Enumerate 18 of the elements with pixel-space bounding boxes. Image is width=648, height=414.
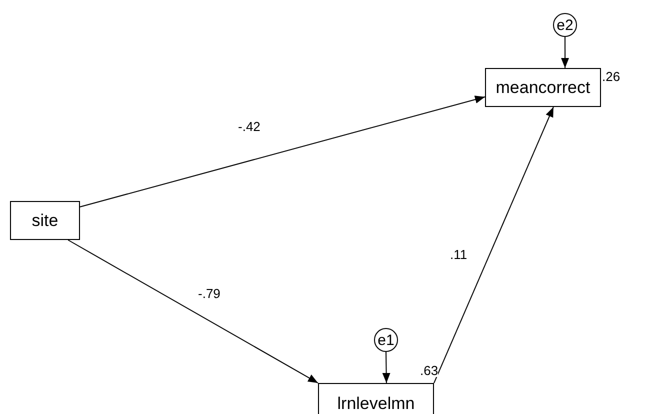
variable-name: meancorrect — [496, 79, 590, 96]
variable-name: lrnlevelmn — [337, 394, 415, 412]
variable-box — [318, 383, 434, 414]
coefficient-label: .63 — [420, 364, 438, 377]
edge-label: -.42 — [238, 120, 260, 133]
edge-label: .11 — [450, 248, 468, 261]
variable-name: site — [32, 212, 58, 229]
variable-box — [10, 201, 80, 240]
arrow — [434, 106, 554, 384]
coefficient-label: .26 — [602, 70, 620, 83]
arrow — [561, 36, 570, 68]
variable-name: e2 — [556, 18, 574, 32]
arrow — [68, 240, 318, 384]
arrow — [80, 96, 486, 208]
arrow — [382, 352, 390, 384]
variable-name: e1 — [378, 332, 394, 348]
variable-box — [485, 68, 601, 107]
edge-label: -.79 — [198, 287, 220, 300]
